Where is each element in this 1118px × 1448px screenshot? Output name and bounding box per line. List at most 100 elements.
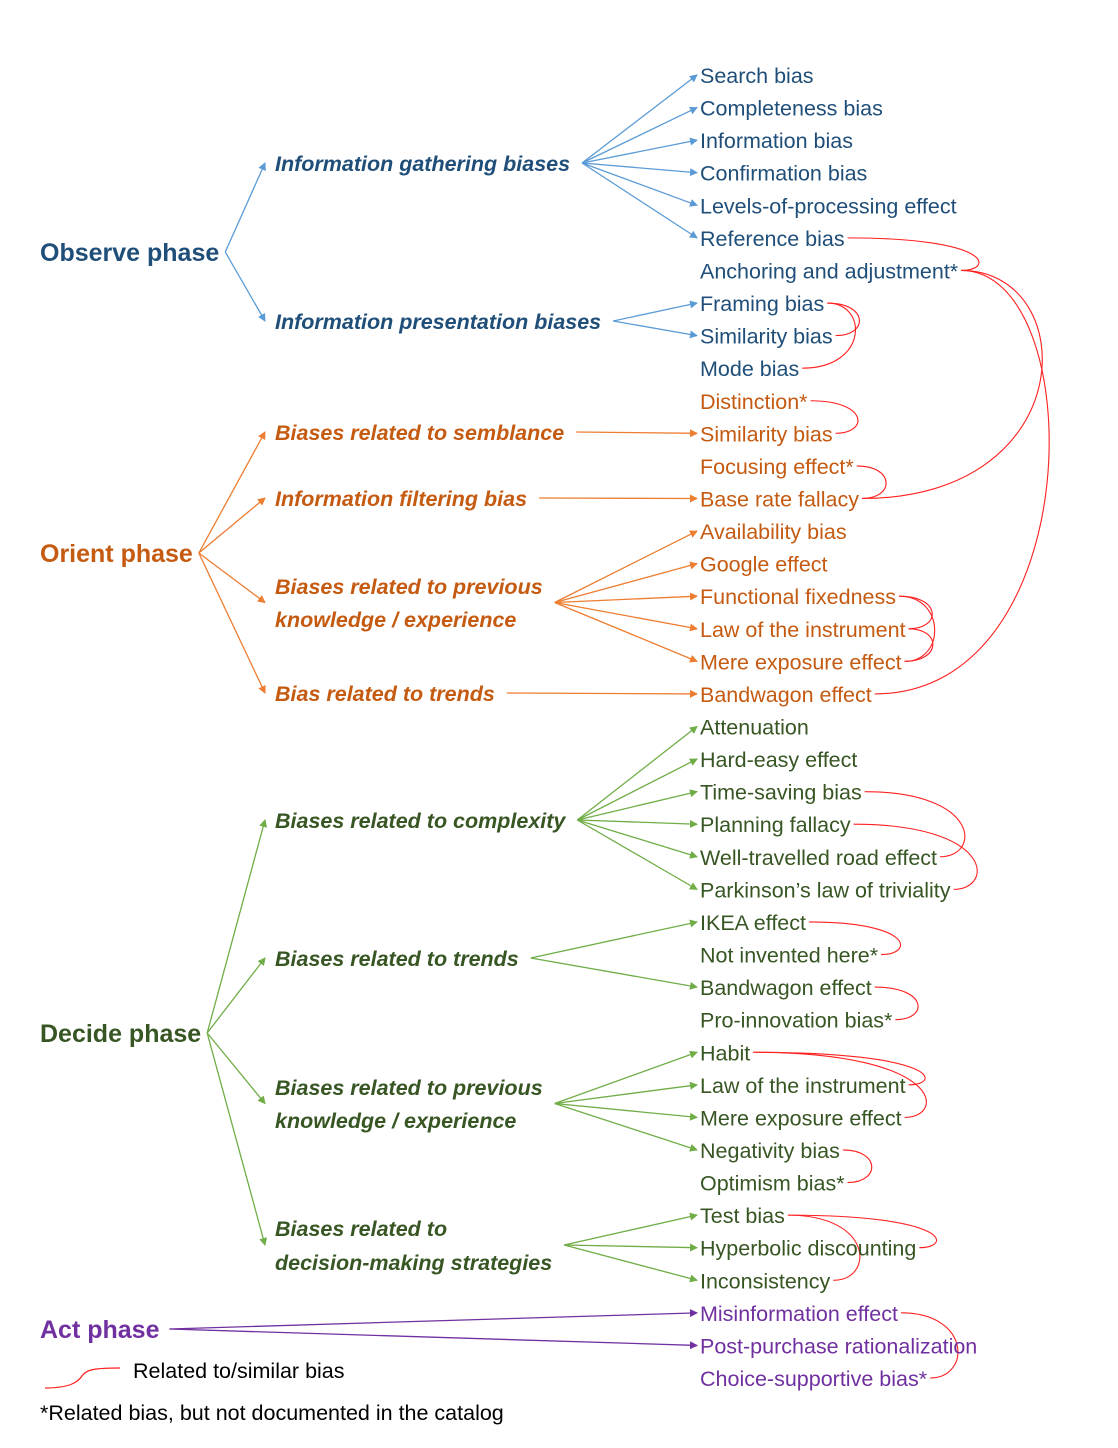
phase-to-category-arrow: [224, 251, 266, 322]
labels: Observe phase Information gathering biase…: [40, 64, 977, 1391]
category-to-bias-arrow: [564, 1244, 698, 1283]
category-label: Information presentation biases: [275, 310, 601, 334]
category-to-bias-arrow: [613, 300, 698, 322]
category-to-bias-arrow: [554, 1050, 698, 1105]
phase-to-category-arrow: [198, 497, 266, 554]
bias-item: Focusing effect*: [700, 455, 854, 479]
relation-curve: [810, 400, 859, 434]
relation-curve: [856, 465, 887, 500]
category-to-bias-arrow: [577, 819, 698, 859]
category-label: decision-making strategies: [275, 1251, 552, 1275]
bias-item: Functional fixedness: [700, 585, 896, 609]
relation-curve: [864, 791, 966, 858]
bias-item: Habit: [700, 1041, 750, 1065]
bias-item: Confirmation bias: [700, 162, 867, 186]
bias-item: Inconsistency: [700, 1269, 831, 1293]
relation-curve: [847, 237, 980, 271]
category-to-bias-arrow: [577, 819, 698, 828]
category-to-bias-arrow: [581, 74, 698, 164]
category-to-bias-arrow: [554, 530, 698, 604]
category-label: Biases related to complexity: [275, 809, 566, 833]
bias-item: Hard-easy effect: [700, 748, 857, 772]
bias-item: Law of the instrument: [700, 1074, 906, 1098]
category-to-bias-arrow: [530, 957, 698, 990]
relation-curve: [874, 269, 1050, 695]
bias-item: Attenuation: [700, 716, 809, 740]
phase-to-category-arrow: [198, 431, 266, 554]
legend-relation-curve: [44, 1367, 121, 1389]
category-to-bias-arrow: [530, 919, 698, 959]
category-to-bias-arrow: [554, 1102, 698, 1121]
phase-to-category-arrow: [206, 957, 266, 1034]
bias-item: Distinction*: [700, 390, 808, 414]
category-to-bias-arrow: [577, 758, 698, 821]
bias-item: Mere exposure effect: [700, 1106, 902, 1130]
bias-item: Anchoring and adjustment*: [700, 259, 959, 283]
relation-curve: [753, 1051, 927, 1118]
relation-curve: [874, 986, 919, 1021]
relation-curve: [827, 302, 860, 337]
phase-to-category-arrow: [198, 552, 266, 604]
relation-curve: [900, 1312, 959, 1379]
category-label: Bias related to trends: [275, 682, 495, 706]
category-label: Information filtering bias: [275, 487, 527, 511]
phase-label: Observe phase: [40, 239, 219, 267]
category-to-bias-arrow: [576, 725, 698, 821]
category-to-bias-arrow: [582, 162, 698, 177]
relation-curves: [753, 237, 1050, 1379]
bias-item: Completeness bias: [700, 97, 883, 121]
category-label: Biases related to previous: [275, 1076, 543, 1100]
bias-item: IKEA effect: [700, 911, 806, 935]
relation-curve: [787, 1214, 938, 1249]
category-to-bias-arrow: [554, 1102, 698, 1152]
bias-item: Framing bias: [700, 292, 824, 316]
category-to-bias-arrow: [564, 1243, 698, 1252]
bias-item: Bandwagon effect: [700, 976, 872, 1000]
category-to-bias-arrow: [554, 1081, 698, 1105]
relation-curve: [802, 302, 856, 369]
category-to-bias-arrow: [577, 789, 698, 821]
category-to-bias-arrow: [581, 162, 698, 239]
category-to-bias-arrow: [169, 1328, 698, 1350]
category-to-bias-arrow: [576, 429, 698, 438]
bias-item: Availability bias: [700, 520, 847, 544]
bias-item: Information bias: [700, 129, 853, 153]
bias-item: Law of the instrument: [700, 618, 906, 642]
category-label: knowledge / experience: [275, 608, 516, 632]
category-to-bias-arrow: [564, 1212, 698, 1246]
relation-curve: [904, 628, 934, 662]
phase-label: Orient phase: [40, 540, 193, 568]
category-label: Biases related to semblance: [275, 421, 564, 445]
bias-item: Reference bias: [700, 227, 845, 251]
bias-item: Pro-innovation bias*: [700, 1009, 893, 1033]
bias-item: Planning fallacy: [700, 813, 851, 837]
relation-curve: [787, 1214, 861, 1281]
phase-to-category-arrow: [206, 819, 268, 1034]
bias-item: Mode bias: [700, 357, 799, 381]
bias-item: Base rate fallacy: [700, 487, 859, 511]
phase-to-category-arrow: [198, 552, 266, 694]
category-label: Information gathering biases: [275, 152, 570, 176]
bias-item: Parkinson’s law of triviality: [700, 878, 951, 902]
category-to-bias-arrow: [506, 689, 698, 698]
category-label: Biases related to trends: [275, 947, 519, 971]
bias-item: Negativity bias: [700, 1139, 840, 1163]
category-to-bias-arrow: [581, 137, 698, 164]
relation-curve: [842, 1149, 873, 1184]
bias-item: Test bias: [700, 1204, 785, 1228]
category-label: Biases related to previous: [275, 575, 543, 599]
category-to-bias-arrow: [554, 601, 698, 663]
relation-curve: [753, 1051, 926, 1086]
phase-label: Act phase: [40, 1316, 160, 1344]
category-to-bias-arrow: [554, 561, 698, 604]
bias-item: Levels-of-processing effect: [700, 194, 957, 218]
category-label: knowledge / experience: [275, 1109, 516, 1133]
bias-item: Post-purchase rationalization: [700, 1334, 977, 1358]
category-to-bias-arrow: [169, 1309, 698, 1330]
bias-item: Similarity bias: [700, 422, 833, 446]
category-to-bias-arrow: [554, 592, 698, 604]
bias-item: Not invented here*: [700, 944, 879, 968]
bias-item: Well-travelled road effect: [700, 846, 937, 870]
category-to-bias-arrow: [577, 819, 698, 890]
category-to-bias-arrow: [581, 162, 698, 207]
